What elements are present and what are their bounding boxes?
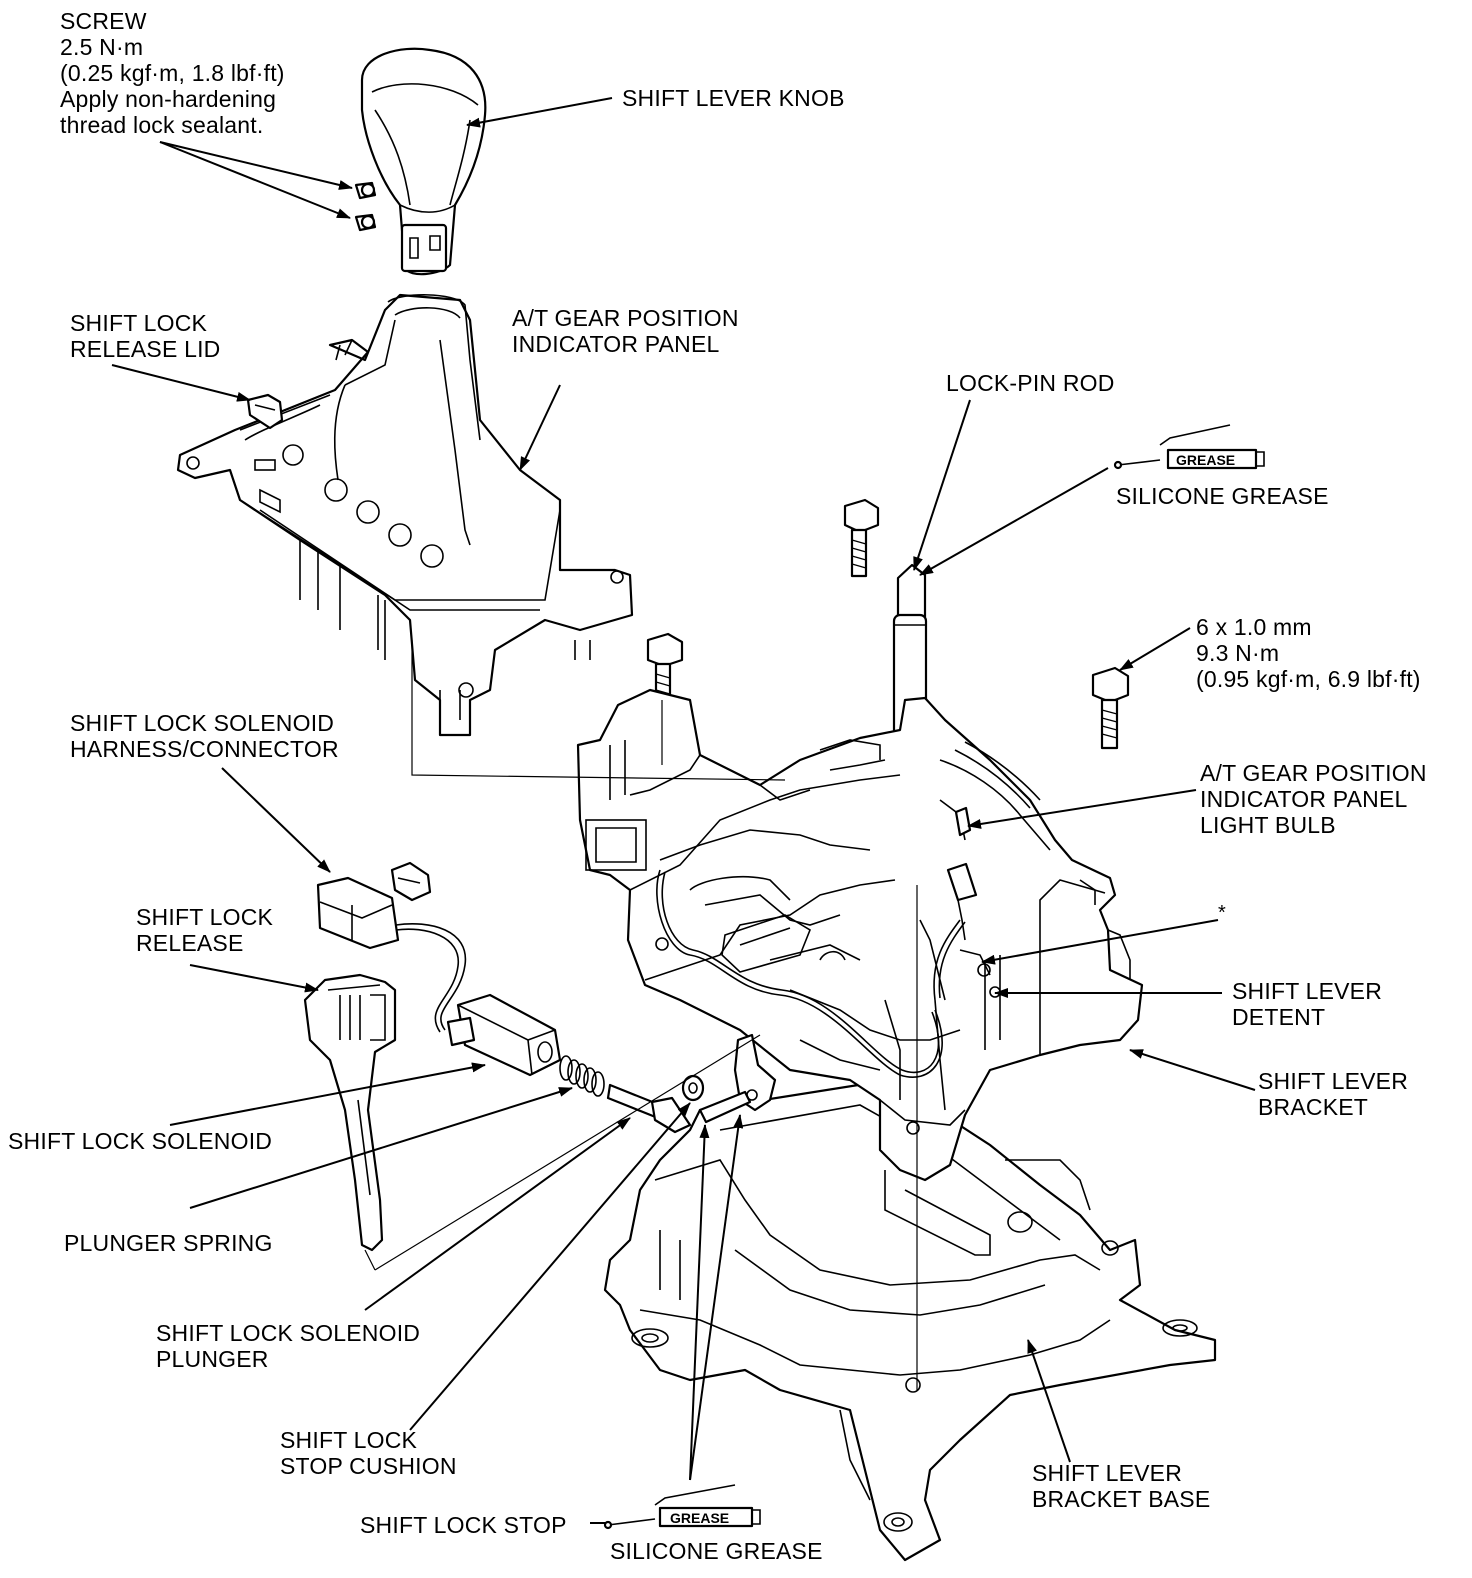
shift-lock-stop-part [698,1033,777,1124]
label-plunger-spring: PLUNGER SPRING [64,1230,273,1256]
leader-lines [111,97,1256,1524]
label-asterisk: * [1218,902,1226,924]
shift-lever-knob-part [360,47,487,276]
label-silicone-grease-bottom: SILICONE GREASE [610,1538,823,1564]
light-bulb-part [946,806,978,941]
label-shift-lock-stop: SHIFT LOCK STOP [360,1512,567,1538]
shift-lever-bracket-part [576,688,1144,1182]
alignment-lines [364,640,918,1390]
label-shift-lever-knob: SHIFT LEVER KNOB [622,85,845,111]
label-shift-lock-solenoid: SHIFT LOCK SOLENOID [8,1128,273,1154]
label-lock-pin-rod: LOCK-PIN ROD [946,370,1115,396]
harness-connector-part [316,861,467,1033]
grease-icon-bottom-label: GREASE [670,1510,729,1526]
shift-lock-release-part [303,973,397,1252]
bolt-top [843,498,880,578]
indicator-panel-part [176,293,634,737]
plunger-spring-part [559,1055,605,1097]
grease-icon-top-label: GREASE [1176,452,1235,468]
knob-screws [354,181,377,232]
label-silicone-grease-top: SILICONE GREASE [1116,483,1329,509]
grease-icon-bottom: GREASE [603,1484,761,1530]
grease-icon-top: GREASE [1113,424,1265,470]
bolt-right [1091,666,1130,750]
plunger-part [606,1083,692,1134]
bracket-wiring [656,869,966,1078]
shift-lock-release-lid-part [246,393,284,430]
shift-lock-solenoid-part [446,993,562,1077]
